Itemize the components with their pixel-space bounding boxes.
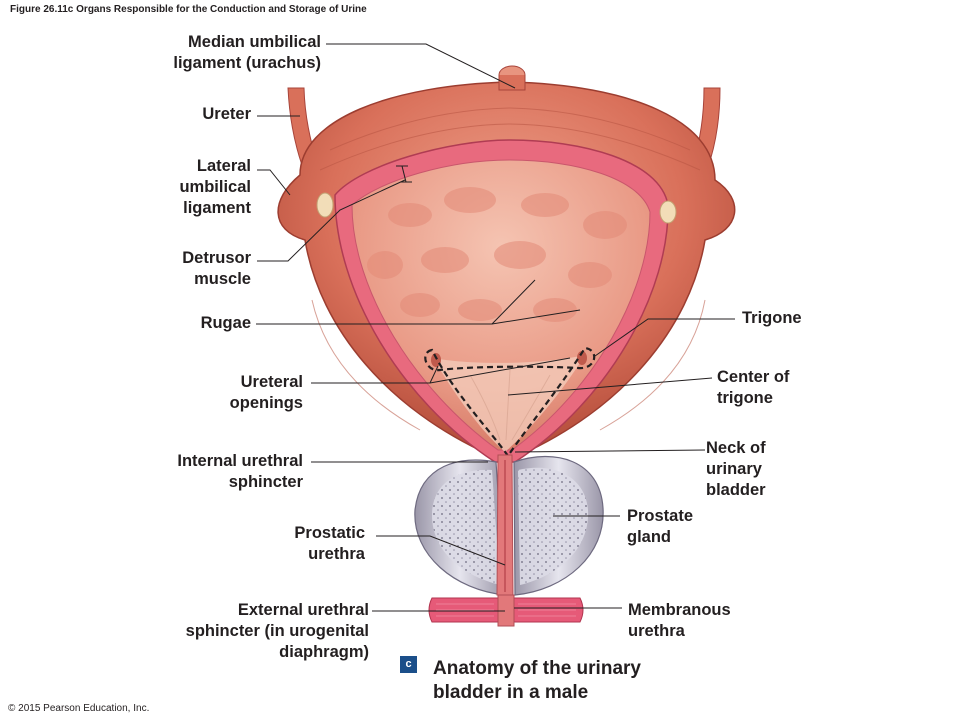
label-ureter: Ureter [202,105,251,123]
label-external-urethral-sphincter: External urethral sphincter (in urogenit… [185,601,369,661]
panel-letter-badge: c [400,656,417,673]
figure-title: Figure 26.11c Organs Responsible for the… [10,4,367,15]
label-lateral-umbilical-ligament: Lateral umbilical ligament [179,157,251,217]
leader-lines [256,43,735,612]
trigone-outline [424,346,596,458]
membranous-urethra [497,594,515,627]
label-membranous-urethra: Membranous urethra [628,601,731,640]
label-prostate-gland: Prostate gland [627,507,694,546]
label-detrusor-muscle: Detrusor muscle [182,249,251,288]
label-center-of-trigone: Center of trigone [717,368,790,407]
label-rugae: Rugae [200,314,251,332]
label-internal-urethral-sphincter: Internal urethral sphincter [177,452,303,491]
rugae-folds [367,187,627,322]
lateral-umbilical-knob-right [659,200,677,224]
label-neck-of-urinary-bladder: Neck of urinary bladder [706,439,766,499]
figure-caption: Anatomy of the urinary bladder in a male [433,658,641,703]
bladder-interior [351,159,651,451]
copyright-notice: © 2015 Pearson Education, Inc. [8,703,150,714]
label-trigone: Trigone [742,309,802,327]
lateral-umbilical-knob-left [316,192,334,218]
label-ureteral-openings: Ureteral openings [229,373,303,412]
label-prostatic-urethra: Prostatic urethra [294,524,365,563]
label-median-umbilical-ligament: Median umbilical ligament (urachus) [173,33,321,72]
